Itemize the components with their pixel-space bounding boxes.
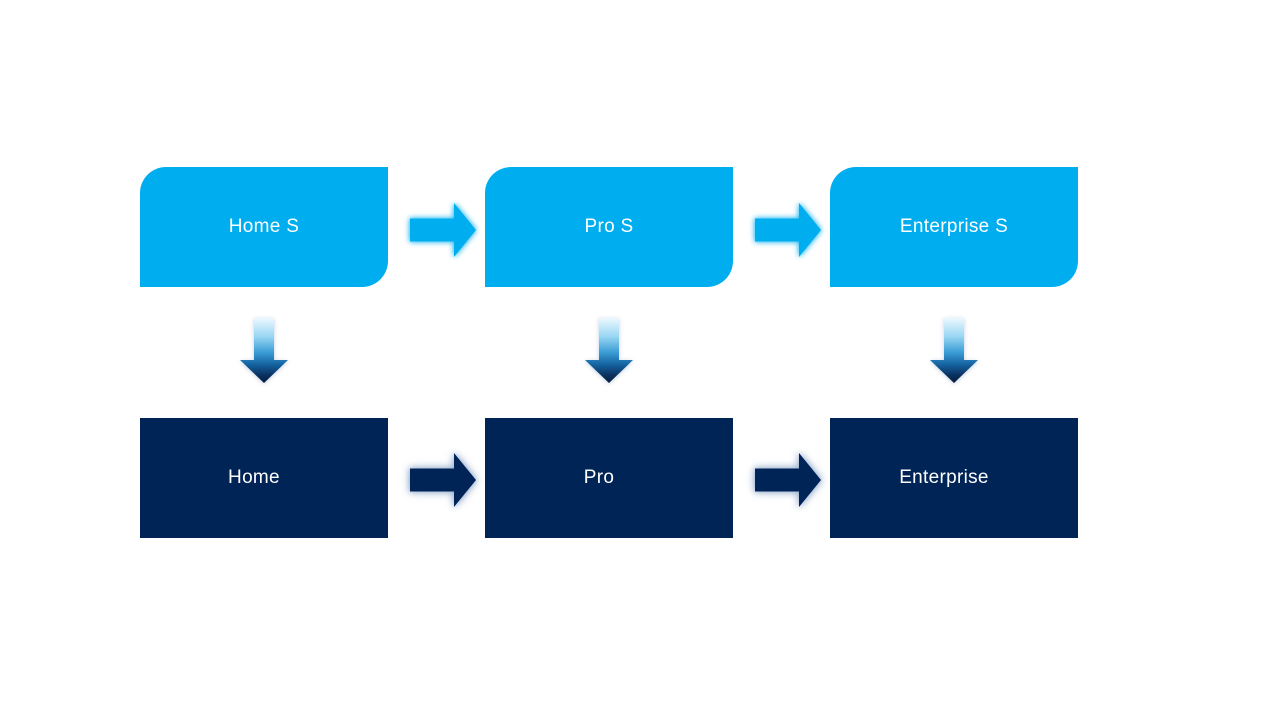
- flow-box-enterprise: Enterprise: [830, 418, 1078, 538]
- down-arrow-icon: [585, 318, 633, 383]
- flow-box-label: Pro S: [584, 216, 634, 237]
- flow-box-label: Pro: [583, 467, 615, 488]
- flow-box-home-s: Home S: [140, 167, 388, 287]
- flow-box-enterprise-s: Enterprise S: [830, 167, 1078, 287]
- flow-box-pro-s: Pro S: [485, 167, 733, 287]
- flow-box-label: Home: [228, 467, 280, 488]
- flow-box-pro: Pro: [485, 418, 733, 538]
- flow-box-label: Home S: [228, 216, 300, 237]
- flow-box-label: Enterprise S: [899, 216, 1009, 237]
- right-arrow-icon: [755, 453, 821, 507]
- right-arrow-icon: [410, 203, 476, 257]
- down-arrow-icon: [930, 318, 978, 383]
- flow-box-home: Home: [140, 418, 388, 538]
- down-arrow-icon: [240, 318, 288, 383]
- flow-box-label: Enterprise: [899, 467, 989, 488]
- right-arrow-icon: [410, 453, 476, 507]
- right-arrow-icon: [755, 203, 821, 257]
